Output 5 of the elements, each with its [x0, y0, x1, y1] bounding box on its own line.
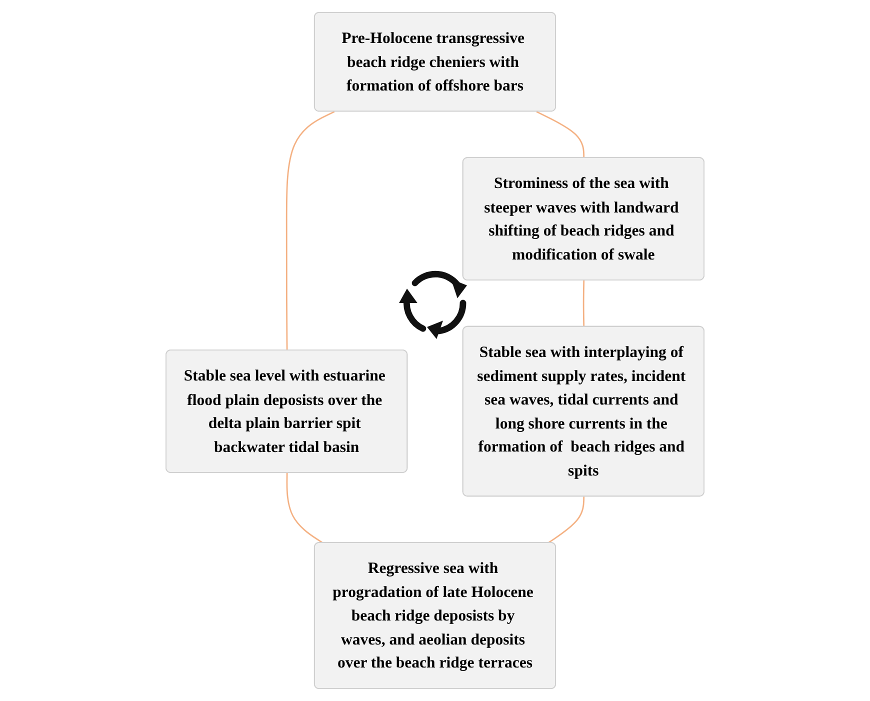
connector	[548, 496, 585, 544]
connector	[286, 111, 335, 350]
connector	[582, 280, 585, 327]
connector	[286, 472, 324, 544]
connector	[536, 111, 585, 158]
